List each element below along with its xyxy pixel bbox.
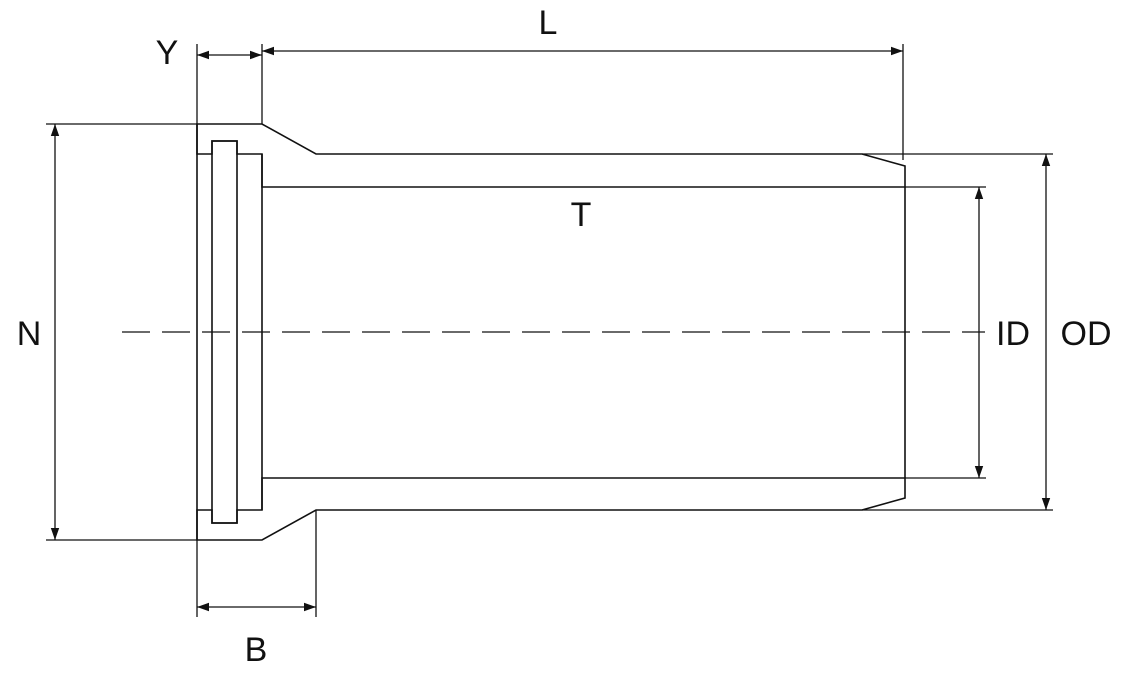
- dimension-od: OD: [862, 153, 1112, 511]
- dimension-l: L: [262, 4, 904, 160]
- bottom-wall-section: [196, 477, 906, 541]
- label-od: OD: [1061, 315, 1112, 353]
- dimension-id: ID: [905, 186, 1030, 479]
- label-n: N: [17, 315, 42, 353]
- label-y: Y: [156, 34, 179, 72]
- label-id: ID: [996, 315, 1030, 353]
- label-b: B: [245, 631, 268, 669]
- dimension-n: N: [17, 123, 197, 541]
- top-wall-section: [196, 123, 906, 188]
- label-l: L: [539, 4, 558, 42]
- label-t: T: [571, 196, 592, 234]
- dimension-b: B: [196, 510, 317, 669]
- dimension-y: Y: [156, 34, 263, 124]
